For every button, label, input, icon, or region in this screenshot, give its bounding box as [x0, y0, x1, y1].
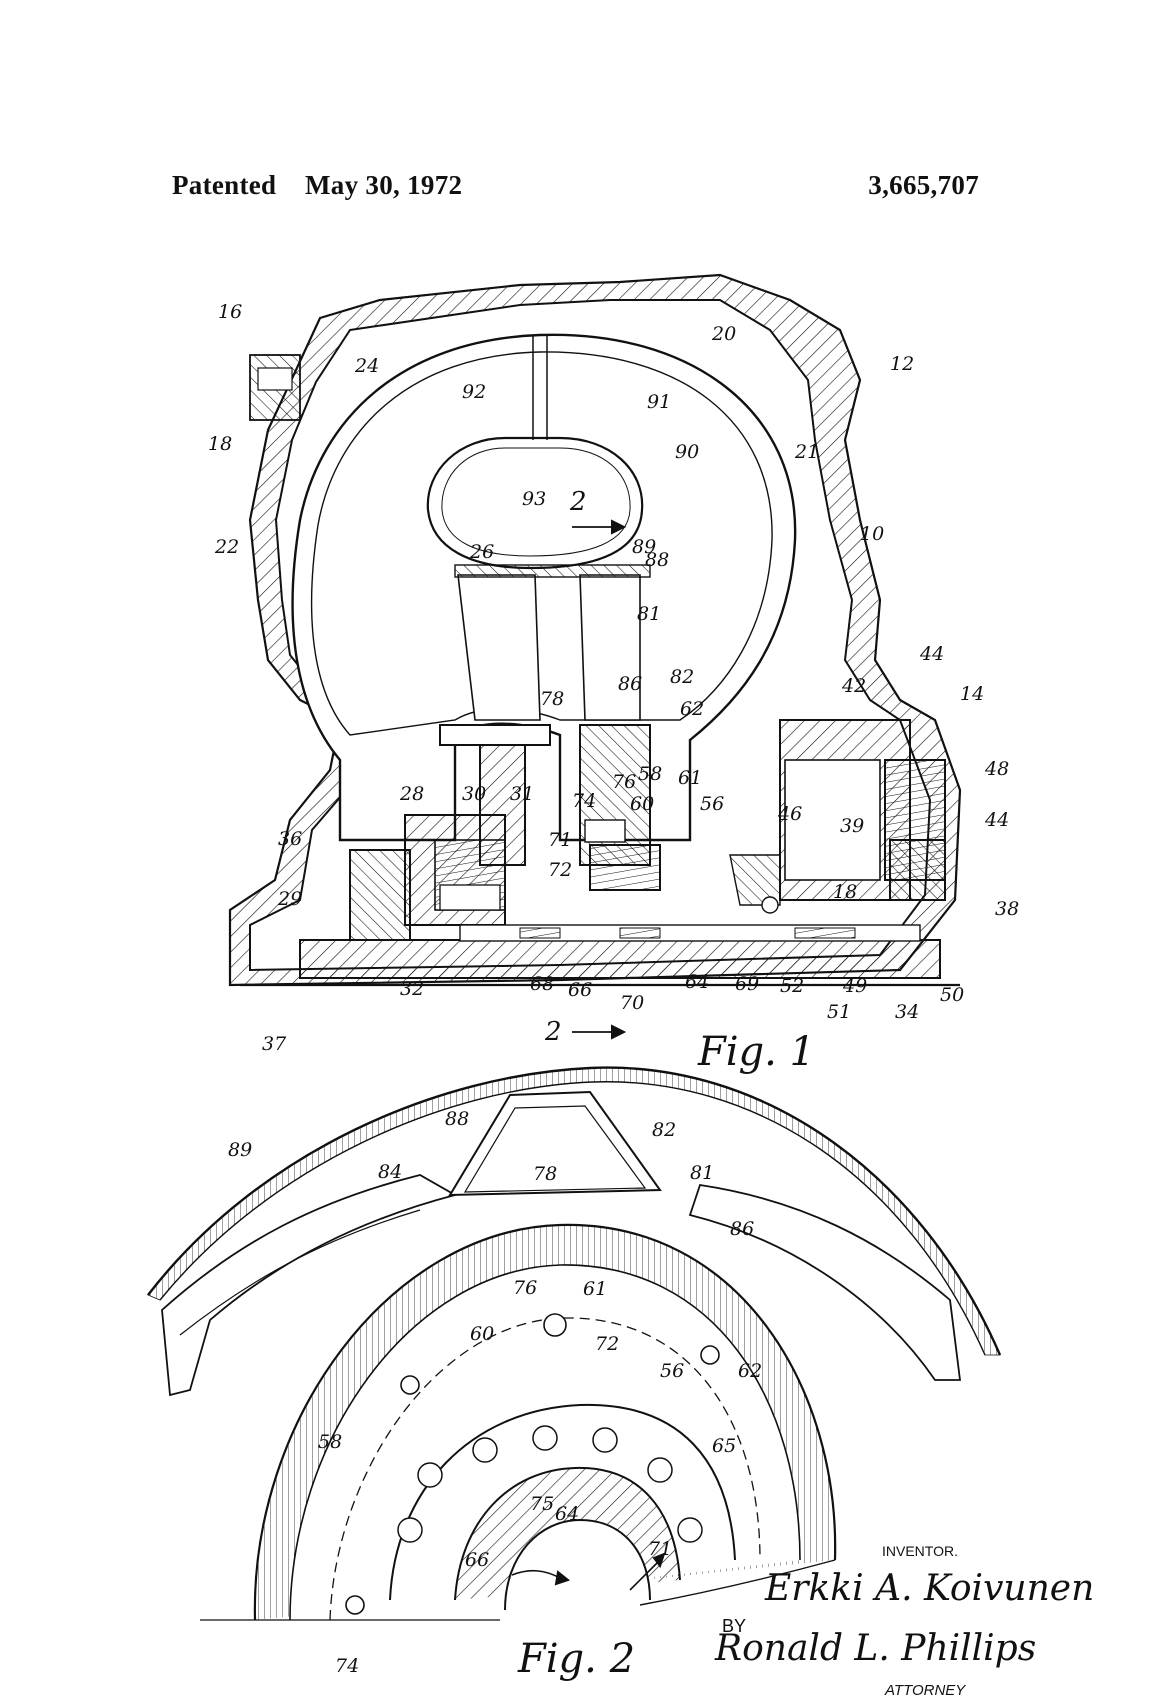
fig1-ref-21: 21: [794, 441, 819, 463]
spring-46: [762, 897, 778, 913]
ring-gear-36: [350, 850, 410, 940]
fig2-ref-86: 86: [730, 1218, 754, 1240]
fig1-ref-92: 92: [462, 381, 486, 403]
fig1-ref-36: 36: [278, 828, 302, 850]
fig1-ref-32: 32: [400, 978, 424, 1000]
turbine-vane: [580, 575, 640, 720]
fig1-ref-29: 29: [277, 888, 302, 910]
fig1-ref-18: 18: [208, 433, 232, 455]
fig1-ref-16: 16: [218, 301, 242, 323]
fig1-ref-71: 71: [548, 829, 572, 851]
fig2-ref-88: 88: [445, 1108, 469, 1130]
fig1-ref-76: 76: [612, 771, 636, 793]
bearing-74: [585, 820, 625, 842]
fig1-ref-14: 14: [960, 683, 984, 705]
section-mark-top: 2: [569, 487, 587, 517]
fig1-ref-12: 12: [890, 353, 914, 375]
fig2-ref-71: 71: [648, 1538, 672, 1560]
fig1-ref-37: 37: [262, 1033, 287, 1055]
fig1-ref-61: 61: [678, 767, 702, 789]
fig2-ref-82: 82: [652, 1119, 676, 1141]
fig1-ref-66: 66: [568, 979, 592, 1001]
fig2-ref-65: 65: [712, 1435, 736, 1457]
fig1-ref-72: 72: [548, 859, 572, 881]
fig1-ref-18: 18: [833, 881, 857, 903]
fig1-ref-86: 86: [618, 673, 642, 695]
fig1-ref-81: 81: [637, 603, 661, 625]
inventor-name: Erkki A. Koivunen: [764, 1568, 1094, 1609]
fig1-ref-30: 30: [462, 783, 486, 805]
fig2-ref-72: 72: [595, 1333, 619, 1355]
fig1-ref-42: 42: [841, 675, 866, 697]
vane-band: [455, 565, 650, 577]
fig2-ref-64: 64: [555, 1503, 579, 1525]
fig1-ref-10: 10: [860, 523, 884, 545]
fig2-ref-75: 75: [530, 1493, 554, 1515]
fig2-drawing: [148, 1068, 1000, 1620]
fig2-ref-66: 66: [465, 1549, 489, 1571]
fig1-ref-62: 62: [680, 698, 704, 720]
fig2-ref-62: 62: [738, 1360, 762, 1382]
fig1-ref-90: 90: [675, 441, 699, 463]
fig1-ref-28: 28: [399, 783, 424, 805]
attorney-label: ATTORNEY: [884, 1682, 966, 1699]
fig2-ref-76: 76: [513, 1277, 537, 1299]
fig1-ref-56: 56: [700, 793, 724, 815]
fig1-ref-20: 20: [711, 323, 736, 345]
fig2-ref-56: 56: [660, 1360, 684, 1382]
fig1-ref-93: 93: [522, 488, 546, 510]
fig2-ref-61: 61: [583, 1278, 607, 1300]
fig1-ref-44: 44: [984, 809, 1009, 831]
fig1-ref-46: 46: [777, 803, 802, 825]
attorney-name: Ronald L. Phillips: [714, 1628, 1036, 1669]
fig1-ref-51: 51: [827, 1001, 851, 1023]
fig1-ref-26: 26: [469, 541, 494, 563]
fig1-ref-69: 69: [735, 973, 759, 995]
fig1-ref-22: 22: [214, 536, 239, 558]
fig2-label: Fig. 2: [517, 1636, 635, 1682]
fig1-ref-24: 24: [354, 355, 379, 377]
fig1-ref-88: 88: [645, 549, 669, 571]
fig2-ref-78: 78: [533, 1163, 557, 1185]
bearing-block-44: [890, 840, 945, 900]
fig1-ref-64: 64: [685, 971, 709, 993]
fig1-ref-60: 60: [630, 793, 654, 815]
fig1-label: Fig. 1: [697, 1029, 815, 1075]
bushing-52: [795, 928, 855, 938]
fig1-ref-70: 70: [620, 992, 644, 1014]
hub-left-block: [440, 725, 550, 745]
fig1-ref-78: 78: [540, 688, 564, 710]
fig1-ref-52: 52: [780, 975, 804, 997]
fig1-ref-31: 31: [510, 783, 534, 805]
fig2-ref-81: 81: [690, 1162, 714, 1184]
section-mark-bottom: 2: [544, 1017, 562, 1047]
fig1-ref-38: 38: [995, 898, 1019, 920]
inventor-label: INVENTOR.: [882, 1543, 958, 1559]
fig2-ref-60: 60: [470, 1323, 494, 1345]
fig2-ref-74: 74: [335, 1655, 359, 1677]
fig1-ref-34: 34: [895, 1001, 919, 1023]
fig1-ref-44: 44: [919, 643, 944, 665]
main-shaft: [300, 940, 940, 978]
sprag-block: [590, 845, 660, 890]
fig1-ref-39: 39: [840, 815, 864, 837]
fig1-ref-68: 68: [530, 973, 554, 995]
fig1-ref-74: 74: [572, 790, 596, 812]
fig2-ref-58: 58: [318, 1431, 342, 1453]
roller-29: [440, 885, 500, 910]
fig1-ref-91: 91: [647, 391, 671, 413]
bushing-69: [620, 928, 660, 938]
bushing-68: [520, 928, 560, 938]
fig1-drawing: [230, 275, 960, 1038]
fig1-ref-58: 58: [638, 763, 662, 785]
fig1-ref-48: 48: [984, 758, 1009, 780]
fig1-ref-50: 50: [940, 984, 964, 1006]
fig1-ref-82: 82: [670, 666, 694, 688]
fig1-ref-49: 49: [842, 975, 867, 997]
fig2-ref-84: 84: [378, 1161, 402, 1183]
fig2-ref-89: 89: [228, 1139, 252, 1161]
